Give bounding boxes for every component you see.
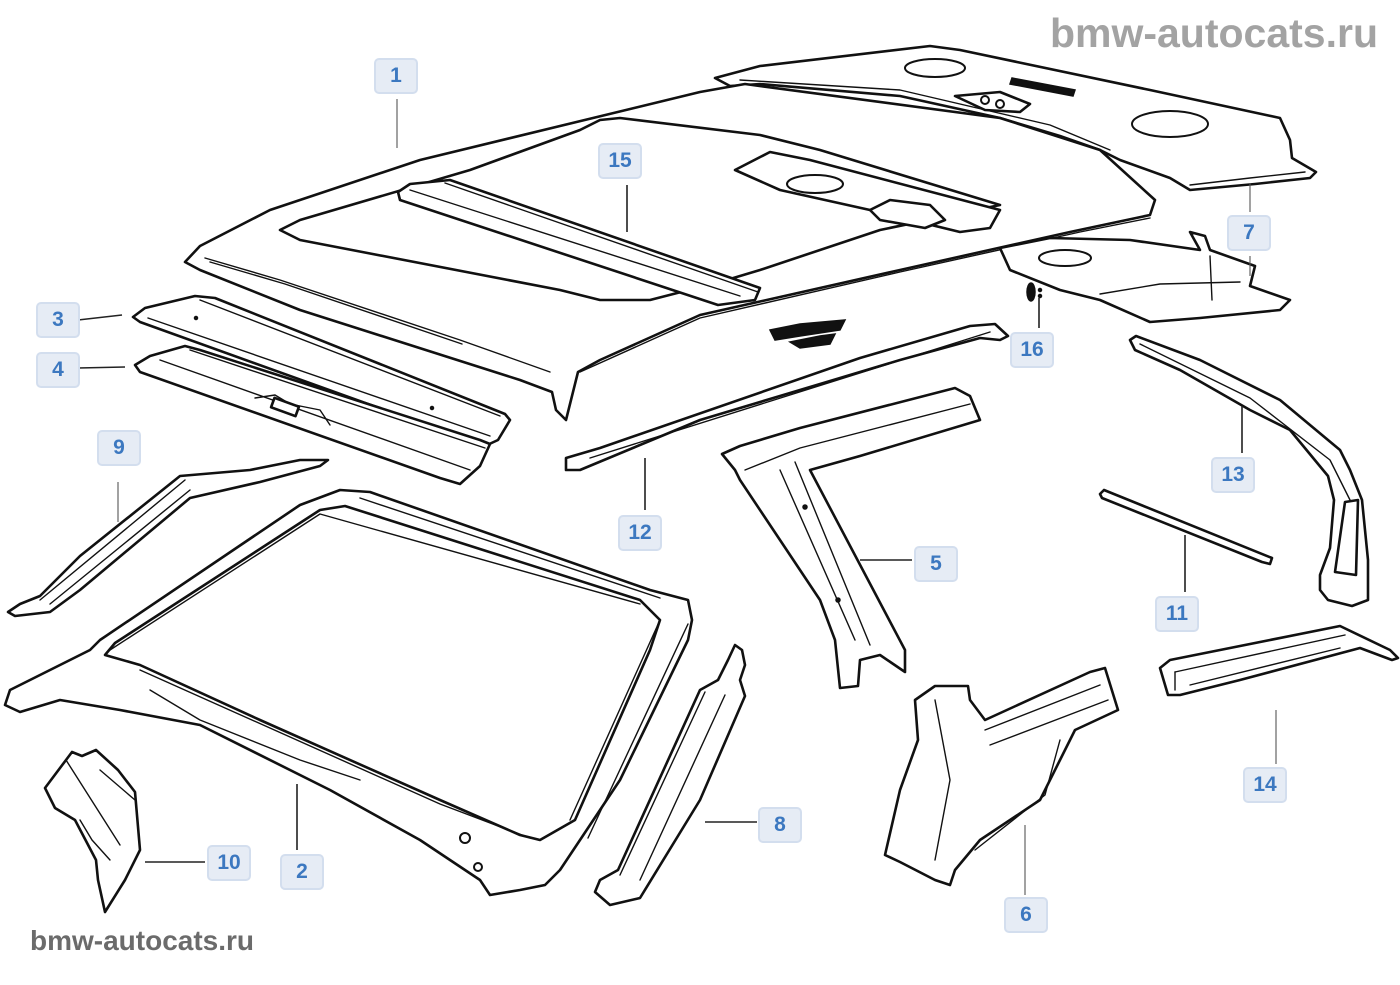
part-b-pillar-inner[interactable] (720, 386, 982, 690)
part-drip-rail-strip[interactable] (1098, 488, 1274, 566)
part-grommet[interactable] (1026, 282, 1043, 302)
part-c-pillar-frame[interactable] (1128, 334, 1370, 608)
leader-lines (77, 99, 1277, 895)
callout-7[interactable]: 7 (1227, 215, 1271, 251)
callout-13[interactable]: 13 (1211, 457, 1255, 493)
watermark-bottom: bmw-autocats.ru (30, 925, 255, 956)
callout-5[interactable]: 5 (914, 546, 958, 582)
callout-2[interactable]: 2 (280, 854, 324, 890)
callout-10[interactable]: 10 (207, 845, 251, 881)
part-rear-window-frame[interactable] (713, 44, 1318, 192)
leader-3 (77, 314, 123, 321)
part-front-roof-bow-inner[interactable] (133, 344, 492, 486)
callout-9[interactable]: 9 (97, 430, 141, 466)
callout-6[interactable]: 6 (1004, 897, 1048, 933)
part-roof-rail[interactable] (564, 322, 1010, 472)
part-front-roof-bow-outer[interactable] (131, 294, 512, 448)
part-rear-shelf-section[interactable] (998, 230, 1292, 324)
callout-8[interactable]: 8 (758, 807, 802, 843)
part-rocker-reinforcement[interactable] (1158, 624, 1400, 697)
callout-1[interactable]: 1 (374, 58, 418, 94)
part-a-pillar-bracket[interactable] (43, 748, 142, 914)
part-windscreen-frame[interactable] (3, 488, 694, 897)
watermark-top: bmw-autocats.ru (1049, 10, 1378, 56)
callout-14[interactable]: 14 (1243, 767, 1287, 803)
callout-16[interactable]: 16 (1010, 332, 1054, 368)
part-roof-side-frame[interactable] (6, 458, 330, 618)
callout-3[interactable]: 3 (36, 302, 80, 338)
part-a-pillar-reinforcement[interactable] (593, 643, 747, 907)
callout-15[interactable]: 15 (598, 143, 642, 179)
leader-4 (77, 366, 126, 369)
part-b-pillar-lower[interactable] (883, 666, 1120, 887)
callout-4[interactable]: 4 (36, 352, 80, 388)
part-roof-panel[interactable] (183, 82, 1157, 422)
callout-12[interactable]: 12 (618, 515, 662, 551)
callout-11[interactable]: 11 (1155, 596, 1199, 632)
